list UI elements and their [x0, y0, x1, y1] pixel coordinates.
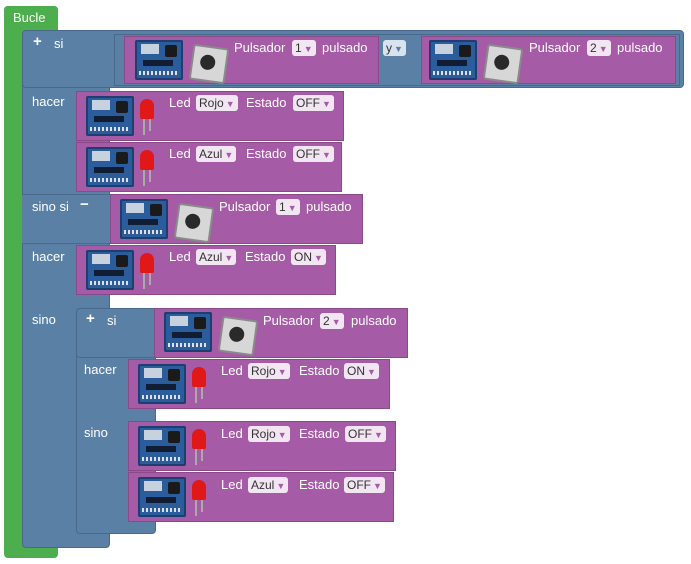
- arduino-board-icon: [429, 40, 477, 80]
- if-si-label: si: [54, 36, 64, 51]
- pulsado-label: pulsado: [617, 40, 663, 55]
- inner-hacer-label: hacer: [84, 362, 117, 377]
- pulsador-label: Pulsador: [529, 40, 581, 55]
- arduino-board-icon: [138, 477, 186, 517]
- estado-label: Estado: [299, 426, 340, 441]
- arduino-board-icon: [138, 426, 186, 466]
- led-color-dropdown[interactable]: Azul▼: [248, 477, 289, 493]
- else-if-label: sino si: [32, 199, 69, 214]
- plus-icon[interactable]: +: [33, 33, 42, 50]
- led-label: Led: [221, 477, 243, 492]
- estado-label: Estado: [246, 95, 287, 110]
- led-state-dropdown[interactable]: OFF▼: [293, 146, 334, 162]
- push-button-icon: [482, 43, 524, 85]
- led-state-dropdown[interactable]: ON▼: [344, 363, 379, 379]
- led-label: Led: [169, 249, 191, 264]
- led-state-dropdown[interactable]: ON▼: [291, 249, 326, 265]
- if-hacer-label: hacer: [32, 249, 65, 264]
- pulsador-label: Pulsador: [263, 313, 315, 328]
- arduino-board-icon: [86, 96, 134, 136]
- arduino-board-icon: [120, 199, 168, 239]
- red-led-icon: [192, 367, 206, 403]
- loop-block-header[interactable]: [4, 6, 58, 30]
- red-led-icon: [192, 429, 206, 465]
- estado-label: Estado: [245, 249, 286, 264]
- led-label: Led: [169, 146, 191, 161]
- arduino-board-icon: [86, 250, 134, 290]
- pulsador-number-dropdown[interactable]: 1▼: [292, 40, 316, 56]
- led-label: Led: [221, 426, 243, 441]
- estado-label: Estado: [299, 477, 340, 492]
- pulsado-label: pulsado: [306, 199, 352, 214]
- red-led-icon: [140, 150, 154, 186]
- pulsador-number-dropdown[interactable]: 2▼: [587, 40, 611, 56]
- inner-else-label: sino: [84, 425, 108, 440]
- else-label: sino: [32, 312, 56, 327]
- estado-label: Estado: [246, 146, 287, 161]
- led-label: Led: [221, 363, 243, 378]
- pulsado-label: pulsado: [322, 40, 368, 55]
- if-hacer-label: hacer: [32, 94, 65, 109]
- pulsado-label: pulsado: [351, 313, 397, 328]
- led-color-dropdown[interactable]: Azul▼: [196, 249, 237, 265]
- red-led-icon: [140, 253, 154, 289]
- pulsador-number-dropdown[interactable]: 2▼: [320, 313, 344, 329]
- led-color-dropdown[interactable]: Rojo▼: [248, 363, 290, 379]
- pulsador-label: Pulsador: [234, 40, 286, 55]
- push-button-icon: [188, 43, 230, 85]
- arduino-board-icon: [164, 312, 212, 352]
- else-if-row[interactable]: [22, 194, 110, 244]
- led-color-dropdown[interactable]: Rojo▼: [196, 95, 238, 111]
- red-led-icon: [192, 480, 206, 516]
- pulsador-number-dropdown[interactable]: 1▼: [276, 199, 300, 215]
- loop-label: Bucle: [13, 10, 46, 25]
- arduino-board-icon: [86, 147, 134, 187]
- plus-icon[interactable]: +: [86, 310, 95, 327]
- red-led-icon: [140, 99, 154, 135]
- led-state-dropdown[interactable]: OFF▼: [345, 426, 386, 442]
- led-color-dropdown[interactable]: Azul▼: [196, 146, 237, 162]
- led-color-dropdown[interactable]: Rojo▼: [248, 426, 290, 442]
- inner-if-si-label: si: [107, 313, 117, 328]
- arduino-board-icon: [138, 364, 186, 404]
- estado-label: Estado: [299, 363, 340, 378]
- led-label: Led: [169, 95, 191, 110]
- push-button-icon: [173, 202, 215, 244]
- led-state-dropdown[interactable]: OFF▼: [344, 477, 385, 493]
- logic-operator-dropdown[interactable]: y▼: [383, 40, 406, 56]
- arduino-board-icon: [135, 40, 183, 80]
- minus-icon[interactable]: −: [80, 196, 89, 213]
- led-state-dropdown[interactable]: OFF▼: [293, 95, 334, 111]
- pulsador-label: Pulsador: [219, 199, 271, 214]
- push-button-icon: [217, 315, 259, 357]
